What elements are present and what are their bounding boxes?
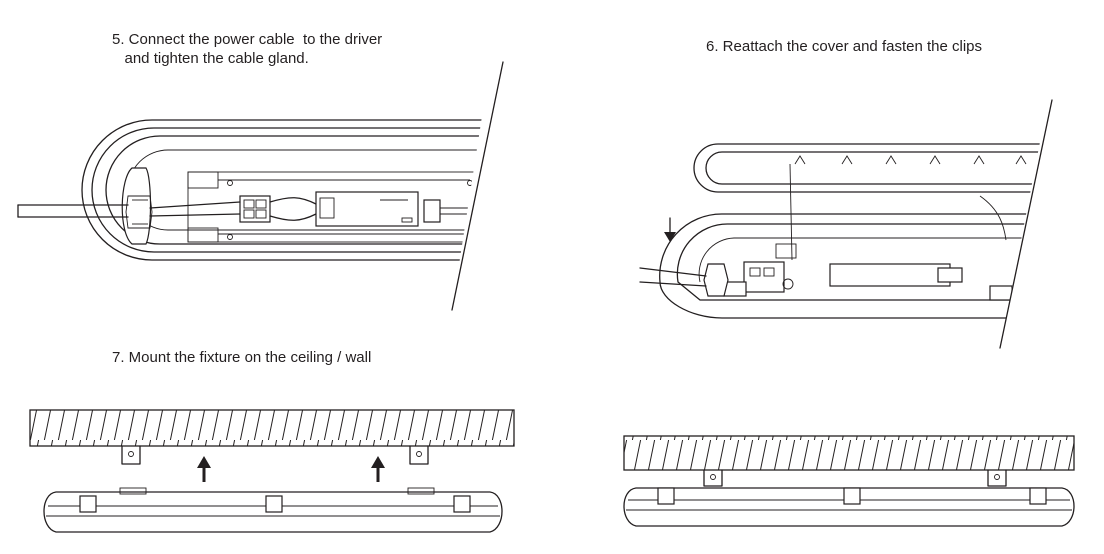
fixture-step5-illustration bbox=[17, 61, 504, 311]
fixture-mounted-illustration bbox=[623, 435, 1075, 527]
fixture-step7-mounting-illustration bbox=[29, 409, 515, 533]
step-7-instruction: 7. Mount the fixture on the ceiling / wa… bbox=[112, 349, 372, 366]
step-6-instruction: 6. Reattach the cover and fasten the cli… bbox=[706, 38, 982, 55]
fixture-step6-illustration bbox=[639, 99, 1053, 349]
step-5-instruction: 5. Connect the power cable to the driver… bbox=[112, 31, 383, 67]
